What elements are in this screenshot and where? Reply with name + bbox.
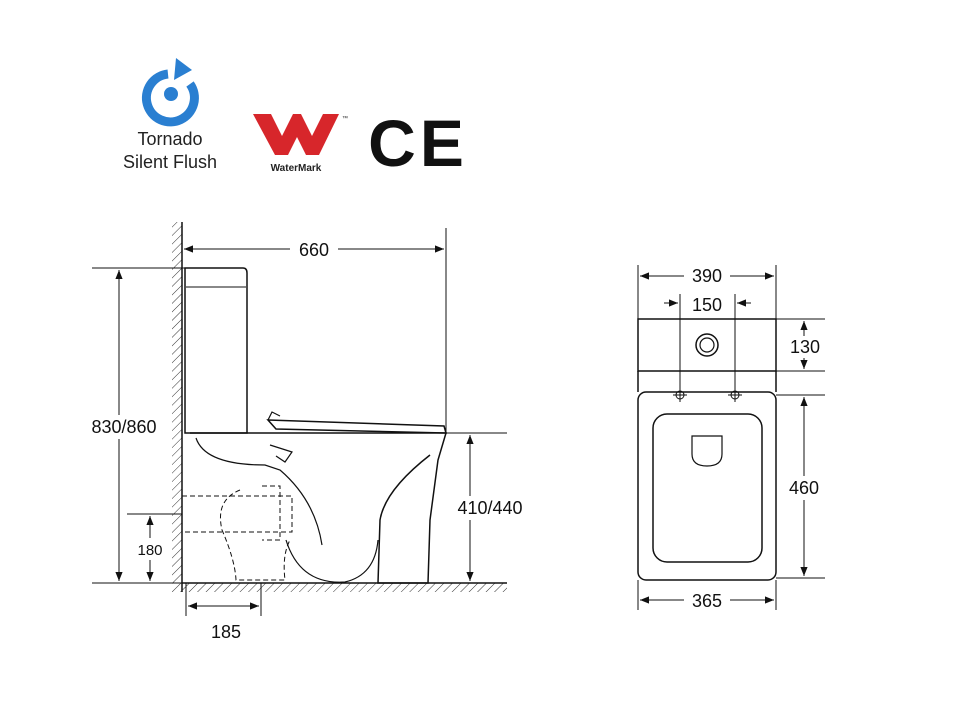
dim-outlet-height: 180 bbox=[137, 542, 162, 559]
flush-inlet bbox=[269, 444, 293, 463]
dim-tank-depth: 130 bbox=[790, 337, 820, 357]
trap-outline bbox=[285, 539, 379, 583]
flush-button-icon bbox=[695, 333, 719, 357]
watermark-logo: ™ WaterMark bbox=[253, 114, 348, 174]
dim-seat-height: 410/440 bbox=[457, 498, 522, 518]
fixing-hole-left bbox=[673, 388, 687, 402]
circular-arrow-icon bbox=[141, 58, 199, 127]
pan-top-outline bbox=[637, 391, 777, 581]
tornado-logo-line1: Tornado bbox=[137, 129, 202, 149]
cistern-top-outline bbox=[637, 318, 777, 372]
floor-hatch bbox=[182, 583, 507, 592]
dim-overall-height: 830/860 bbox=[91, 417, 156, 437]
bowl-outline bbox=[652, 413, 763, 563]
dim-bowl-length: 460 bbox=[789, 478, 819, 498]
dim-fixing-holes: 150 bbox=[692, 295, 722, 315]
trapway-dashed bbox=[181, 485, 293, 581]
plan-view: 390 150 130 460 365 bbox=[637, 265, 826, 612]
fixing-hole-right bbox=[728, 388, 742, 402]
tornado-logo: Tornado Silent Flush bbox=[123, 58, 217, 172]
seat-outline bbox=[266, 419, 448, 434]
cistern-outline bbox=[184, 267, 248, 434]
cistern-to-pan-sides bbox=[637, 371, 777, 392]
dim-bowl-width: 365 bbox=[692, 591, 722, 611]
watermark-label: WaterMark bbox=[271, 163, 322, 174]
wall-hatch bbox=[172, 222, 182, 592]
drain-outline bbox=[691, 435, 723, 467]
dim-tank-width: 390 bbox=[692, 266, 722, 286]
bowl-inner bbox=[195, 437, 323, 546]
watermark-w-icon bbox=[253, 114, 339, 155]
tornado-logo-line2: Silent Flush bbox=[123, 152, 217, 172]
dim-overall-depth: 660 bbox=[299, 240, 329, 260]
ce-mark: CE bbox=[368, 106, 468, 180]
pan-outline bbox=[190, 432, 448, 584]
dim-set-out: 185 bbox=[211, 622, 241, 642]
seat-hinge bbox=[267, 411, 281, 421]
side-view: 660 830/860 410/440 180 185 bbox=[86, 222, 530, 642]
watermark-tm: ™ bbox=[342, 115, 348, 122]
